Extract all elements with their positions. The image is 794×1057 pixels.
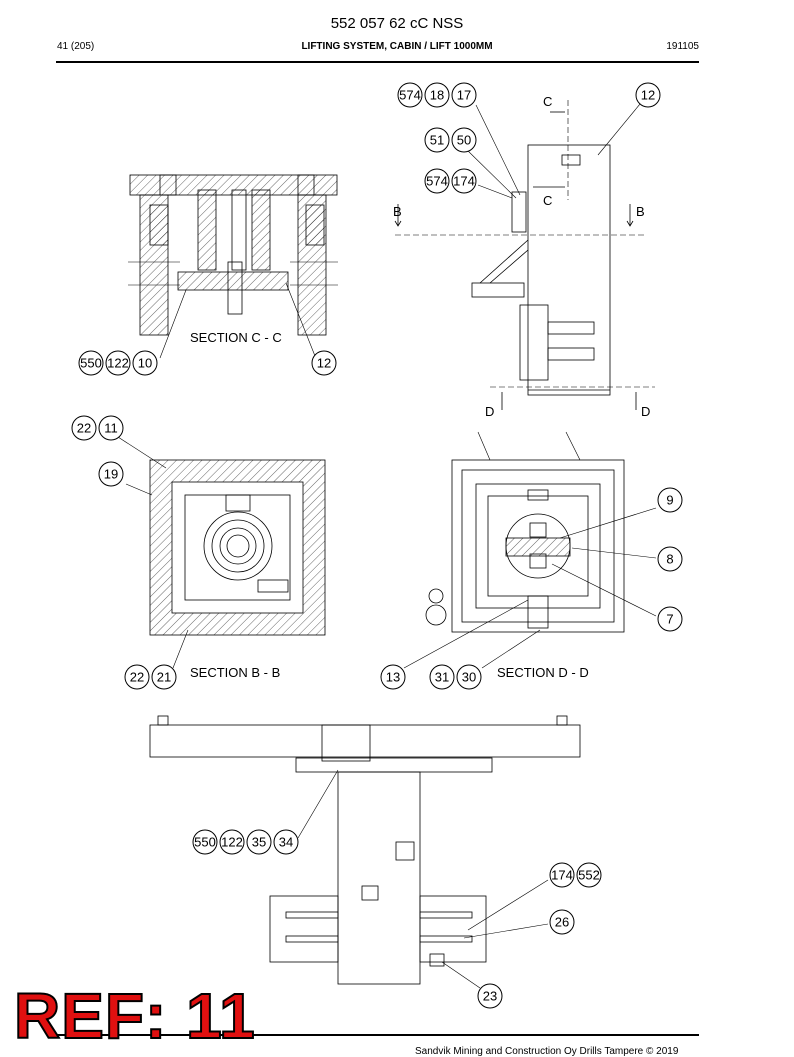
marker-d-right: D (641, 404, 650, 419)
svg-text:34: 34 (279, 835, 293, 850)
date-code: 191105 (666, 41, 699, 52)
svg-text:13: 13 (386, 670, 400, 685)
svg-text:574: 574 (426, 174, 448, 189)
svg-text:8: 8 (666, 552, 673, 567)
bottom-assembly-view (149, 715, 581, 989)
callout-50: 50 (451, 127, 477, 153)
section-dd-label: SECTION D - D (497, 665, 589, 680)
callout-13: 13 (380, 664, 406, 690)
callout-10: 10 (132, 350, 158, 376)
callout-35: 35 (246, 829, 272, 855)
svg-text:10: 10 (138, 356, 152, 371)
svg-text:30: 30 (462, 670, 476, 685)
marker-b-left: B (393, 204, 402, 219)
svg-text:7: 7 (666, 612, 673, 627)
svg-text:174: 174 (453, 174, 475, 189)
svg-text:31: 31 (435, 670, 449, 685)
section-cc-view: SECTION C - C (128, 174, 338, 345)
callout-34: 34 (273, 829, 299, 855)
svg-text:19: 19 (104, 467, 118, 482)
svg-text:12: 12 (641, 88, 655, 103)
header-rule (56, 61, 699, 63)
marker-c-bottom: C (543, 193, 552, 208)
svg-text:574: 574 (399, 88, 421, 103)
svg-text:22: 22 (130, 670, 144, 685)
callout-550-a: 550 (78, 350, 104, 376)
page-title: LIFTING SYSTEM, CABIN / LIFT 1000MM (301, 41, 493, 52)
callout-23: 23 (477, 983, 503, 1009)
svg-text:550: 550 (194, 835, 216, 850)
callout-574-b: 574 (424, 168, 450, 194)
callout-19: 19 (98, 461, 124, 487)
svg-text:22: 22 (77, 421, 91, 436)
svg-text:552: 552 (578, 868, 600, 883)
svg-text:51: 51 (430, 133, 444, 148)
section-bb-label: SECTION B - B (190, 665, 280, 680)
callout-12-b: 12 (311, 350, 337, 376)
svg-text:11: 11 (104, 421, 118, 436)
callout-21: 21 (151, 664, 177, 690)
callout-12-a: 12 (635, 82, 661, 108)
document-number: 552 057 62 cC NSS (330, 15, 464, 32)
svg-text:17: 17 (457, 88, 471, 103)
svg-text:122: 122 (221, 835, 243, 850)
callout-18: 18 (424, 82, 450, 108)
svg-text:9: 9 (666, 493, 673, 508)
callout-11: 11 (98, 415, 124, 441)
callout-122-b: 122 (219, 829, 245, 855)
elevation-view-top-right: C C B B D D (393, 94, 655, 419)
marker-b-right: B (636, 204, 645, 219)
section-dd-view: SECTION D - D (403, 431, 657, 680)
svg-text:35: 35 (252, 835, 266, 850)
svg-text:174: 174 (551, 868, 573, 883)
svg-text:21: 21 (157, 670, 171, 685)
svg-text:550: 550 (80, 356, 102, 371)
callout-550-b: 550 (192, 829, 218, 855)
callout-22-a: 22 (71, 415, 97, 441)
callout-26: 26 (549, 909, 575, 935)
section-bb-view: SECTION B - B (149, 459, 326, 680)
svg-text:18: 18 (430, 88, 444, 103)
callout-30: 30 (456, 664, 482, 690)
callout-552: 552 (576, 862, 602, 888)
callout-122-a: 122 (105, 350, 131, 376)
callout-51: 51 (424, 127, 450, 153)
callout-7: 7 (657, 606, 683, 632)
svg-text:122: 122 (107, 356, 129, 371)
page-reference: 41 (205) (57, 41, 95, 52)
callout-9: 9 (657, 487, 683, 513)
footer-rule (56, 1034, 699, 1036)
section-cc-label: SECTION C - C (190, 330, 282, 345)
callout-22-b: 22 (124, 664, 150, 690)
callout-174-a: 174 (451, 168, 477, 194)
callout-8: 8 (657, 546, 683, 572)
marker-c-top: C (543, 94, 552, 109)
footer-copyright: Sandvik Mining and Construction Oy Drill… (415, 1046, 679, 1057)
svg-text:12: 12 (317, 356, 331, 371)
svg-text:26: 26 (555, 915, 569, 930)
reference-watermark: REF: 11 (13, 980, 256, 1052)
svg-text:23: 23 (483, 989, 497, 1004)
callout-174-b: 174 (549, 862, 575, 888)
marker-d-left: D (485, 404, 494, 419)
callout-17: 17 (451, 82, 477, 108)
svg-text:50: 50 (457, 133, 471, 148)
callout-574-a: 574 (397, 82, 423, 108)
callout-31: 31 (429, 664, 455, 690)
